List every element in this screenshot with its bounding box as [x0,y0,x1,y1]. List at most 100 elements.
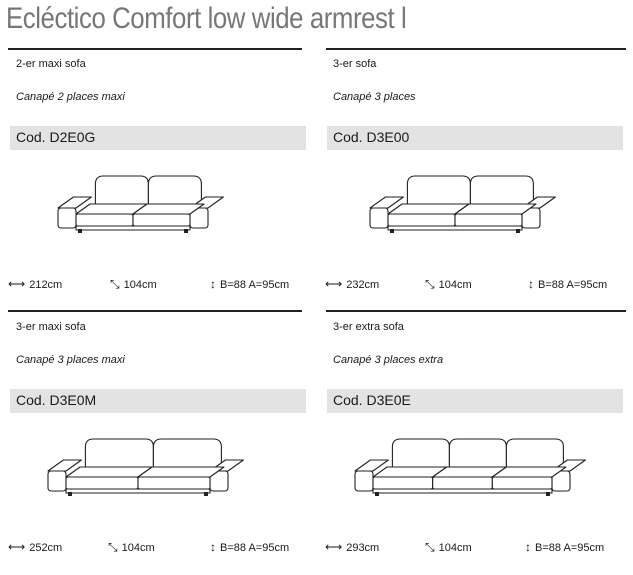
back-cushion [391,438,450,468]
arrow-diagonal-icon: ⤡ [425,540,435,554]
seat-cushion-front [432,476,493,490]
arrow-diagonal-icon: ⤡ [110,277,120,291]
product-code: Cod. D3E0M [16,392,97,408]
seat-cushion-front [75,213,134,227]
product-code: Cod. D2E0G [16,129,96,145]
sofa-foot [78,229,82,233]
sofa-base [387,225,523,231]
code-bar: Cod. D3E00 [327,126,623,150]
model-name-en: 3-er maxi sofa [16,321,86,333]
height-dimension: ↕ B=88 A=95cm [528,277,607,291]
model-name-en: 3-er extra sofa [333,321,404,333]
height-dimension: ↕B=88 A=95cm [210,540,289,554]
sofa-drawing [369,175,556,233]
sofa-card: 3-er sofa Canapé 3 places Cod. D3E00 ⟷23… [325,50,625,312]
seat-cushion-front [454,213,523,227]
back-cushion [469,175,534,205]
height-dimension: ↕ B=88 A=95cm [525,540,604,554]
arrow-up-down-icon: ↕ [528,277,534,291]
model-name-fr: Canapé 3 places [333,91,416,103]
height-value: B=88 A=95cm [220,279,290,291]
back-cushion [448,438,507,468]
left-armrest-front [57,207,77,229]
height-value: B=88 A=95cm [535,542,605,554]
left-armrest-front [47,470,67,492]
width-value: 252cm [29,542,63,554]
sofa-card: 2-er maxi sofa Canapé 2 places maxi Cod.… [8,50,308,312]
seat-cushion-front [132,213,191,227]
back-cushion [406,175,471,205]
width-dimension: ⟷212cm [8,277,62,291]
seat-cushion-front [387,213,456,227]
sofa-foot [375,492,379,496]
arrow-diagonal-icon: ⤡ [425,277,435,291]
code-bar: Cod. D3E0E [327,389,623,413]
left-armrest-front [369,207,389,229]
sofa-card: 3-er extra sofa Canapé 3 places extra Co… [325,313,625,575]
dimensions-row: ⟷252cm ⤡104cm ↕B=88 A=95cm [8,540,308,556]
depth-dimension: ⤡104cm [108,540,155,555]
sofa-card: 3-er maxi sofa Canapé 3 places maxi Cod.… [8,313,308,575]
code-bar: Cod. D2E0G [10,126,306,150]
sofa-foot [204,492,208,496]
depth-dimension: ⤡104cm [425,540,472,555]
arrow-up-down-icon: ↕ [210,277,216,291]
width-dimension: ⟷252cm [8,540,62,554]
arrow-left-right-icon: ⟷ [325,277,343,291]
seat-cushion-top [137,466,225,478]
arrow-left-right-icon: ⟷ [8,540,26,554]
depth-value: 104cm [123,279,157,291]
seat-cushion-front [372,476,434,490]
seat-cushion-top [65,466,153,478]
arrow-diagonal-icon: ⤡ [108,540,118,554]
width-value: 232cm [346,279,380,291]
model-name-fr: Canapé 3 places extra [333,354,444,366]
seat-cushion-front [65,476,139,490]
sofa-base [65,488,211,494]
sofa-drawing [354,438,586,496]
sofa-foot [546,492,550,496]
model-name-fr: Canapé 2 places maxi [16,91,125,103]
section-rule [326,310,626,312]
section-rule [8,48,302,50]
back-cushion [147,175,202,205]
seat-cushion-top [454,203,537,215]
width-value: 212cm [29,279,63,291]
back-cushion [84,438,154,468]
sofa-foot [68,492,72,496]
depth-value: 104cm [121,542,155,554]
sofa-drawing [47,438,244,496]
dimensions-row: ⟷212cm ⤡104cm ↕ B=88 A=95cm [8,277,308,293]
back-cushion [505,438,564,468]
height-value: B=88 A=95cm [538,279,608,291]
depth-dimension: ⤡104cm [425,277,472,292]
depth-dimension: ⤡104cm [110,277,157,292]
dimensions-row: ⟷232cm ⤡104cm ↕ B=88 A=95cm [325,277,625,293]
product-code: Cod. D3E0E [333,392,411,408]
sofa-drawing [57,175,224,233]
back-cushion [152,438,222,468]
page-title: Ecléctico Comfort low wide armrest l [6,2,407,35]
sofa-foot [516,229,520,233]
seat-cushion-top [491,466,567,478]
width-dimension: ⟷293cm [325,540,379,554]
model-name-fr: Canapé 3 places maxi [16,354,125,366]
section-rule [8,310,302,312]
sofa-foot [184,229,188,233]
seat-cushion-front [491,476,553,490]
model-name-en: 2-er maxi sofa [16,58,86,70]
seat-cushion-front [137,476,211,490]
model-name-en: 3-er sofa [333,58,377,70]
sofa-foot [390,229,394,233]
width-value: 293cm [346,542,380,554]
arrow-left-right-icon: ⟷ [8,277,26,291]
arrow-left-right-icon: ⟷ [325,540,343,554]
height-value: B=88 A=95cm [220,542,290,554]
dimensions-row: ⟷293cm ⤡104cm ↕ B=88 A=95cm [325,540,625,556]
arrow-up-down-icon: ↕ [525,540,531,554]
product-code: Cod. D3E00 [333,129,410,145]
depth-value: 104cm [438,542,472,554]
back-cushion [94,175,149,205]
left-armrest-front [354,470,374,492]
sofa-base [372,488,553,494]
